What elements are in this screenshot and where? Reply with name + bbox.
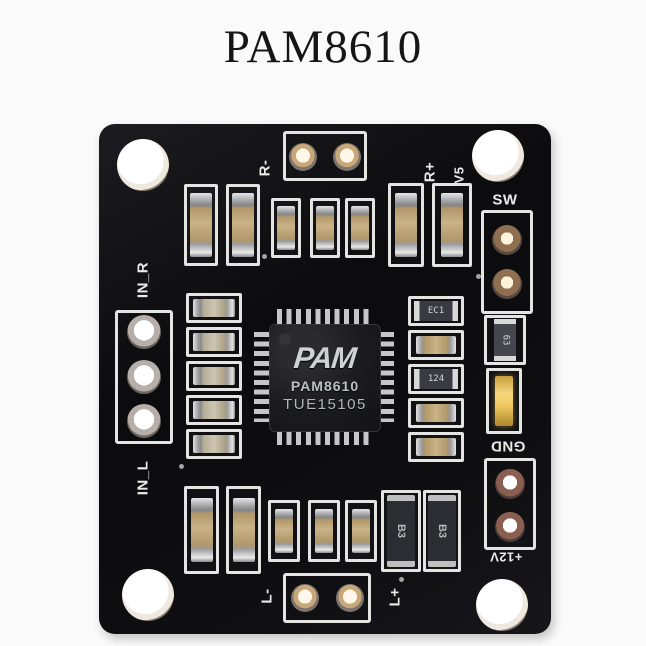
power-hole-12v bbox=[495, 512, 525, 542]
mounting-hole-bottom-left bbox=[122, 569, 174, 621]
input-hole-right bbox=[127, 315, 161, 349]
capacitor bbox=[351, 206, 369, 250]
via-dot bbox=[262, 254, 267, 259]
chip-pins-top bbox=[277, 309, 371, 324]
capacitor-outline bbox=[408, 432, 464, 462]
audio-input-connector bbox=[115, 310, 173, 444]
resistor bbox=[193, 299, 235, 317]
capacitor bbox=[315, 509, 333, 553]
capacitor bbox=[441, 193, 463, 257]
capacitor-outline bbox=[310, 198, 340, 258]
diode-b3-outline: B3 bbox=[423, 490, 461, 572]
power-connector bbox=[484, 458, 536, 550]
capacitor-outline bbox=[388, 183, 424, 267]
chip-pins-bottom bbox=[277, 430, 371, 445]
power-hole-gnd bbox=[495, 469, 525, 499]
capacitor bbox=[416, 404, 456, 422]
diode-b3-outline: B3 bbox=[381, 490, 421, 572]
capacitor bbox=[352, 509, 370, 553]
capacitor bbox=[232, 498, 255, 562]
resistor-outline bbox=[186, 429, 242, 459]
label-v5: V5 bbox=[451, 166, 467, 184]
resistor-outline bbox=[186, 361, 242, 391]
capacitor-outline bbox=[345, 500, 377, 562]
capacitor bbox=[395, 193, 417, 257]
resistor-ec1-outline: EC1 bbox=[408, 296, 464, 326]
capacitor-outline bbox=[308, 500, 340, 562]
mounting-hole-bottom-right bbox=[476, 579, 528, 631]
capacitor-outline bbox=[184, 486, 219, 574]
resistor-ec1: EC1 bbox=[414, 301, 458, 321]
label-l-minus: L- bbox=[258, 588, 276, 604]
capacitor-outline bbox=[226, 486, 261, 574]
label-in-l: IN_L bbox=[134, 460, 152, 496]
via-dot bbox=[399, 577, 404, 582]
left-speaker-hole-neg bbox=[291, 584, 319, 612]
smd-resistor-63: 63 bbox=[494, 319, 516, 361]
capacitor-outline bbox=[408, 398, 464, 428]
capacitor-outline bbox=[226, 184, 260, 266]
capacitor-outline bbox=[268, 500, 300, 562]
switch-hole-2 bbox=[492, 269, 522, 299]
capacitor bbox=[232, 193, 254, 257]
diode-b3: B3 bbox=[387, 495, 415, 567]
right-speaker-hole-neg bbox=[289, 143, 317, 171]
capacitor-outline bbox=[184, 184, 218, 266]
capacitor bbox=[316, 206, 334, 250]
label-r-minus: R- bbox=[256, 159, 274, 177]
label-in-r: IN_R bbox=[134, 261, 152, 299]
via-dot bbox=[179, 464, 184, 469]
capacitor bbox=[190, 498, 213, 562]
chip-pin1-dot bbox=[279, 333, 291, 345]
capacitor bbox=[416, 336, 456, 354]
label-sw: SW bbox=[492, 191, 518, 209]
input-hole-gnd bbox=[127, 360, 161, 394]
capacitor-outline bbox=[271, 198, 301, 258]
capacitor-outline bbox=[408, 330, 464, 360]
chip-logo: PAM bbox=[292, 341, 358, 375]
right-speaker-hole-pos bbox=[333, 143, 361, 171]
diode-b3: B3 bbox=[428, 495, 456, 567]
pcb-board: R- R+ V5 SW 63 GND +12V IN_R IN_L L- bbox=[99, 124, 551, 634]
chip-lot-code: TUE15105 bbox=[283, 395, 367, 413]
power-led-outline bbox=[486, 368, 522, 434]
label-l-plus: L+ bbox=[386, 587, 404, 607]
resistor-124: 124 bbox=[414, 369, 458, 389]
capacitor-outline bbox=[345, 198, 375, 258]
resistor bbox=[193, 401, 235, 419]
resistor bbox=[193, 367, 235, 385]
left-speaker-connector bbox=[283, 573, 371, 623]
label-gnd: GND bbox=[490, 437, 526, 455]
resistor-outline bbox=[186, 293, 242, 323]
resistor-outline bbox=[186, 395, 242, 425]
input-hole-left bbox=[127, 404, 161, 438]
capacitor bbox=[275, 509, 293, 553]
resistor-outline bbox=[186, 327, 242, 357]
smd-resistor-63-outline: 63 bbox=[484, 315, 526, 365]
switch-hole-1 bbox=[492, 225, 522, 255]
chip-pins-right bbox=[379, 332, 394, 422]
capacitor bbox=[190, 193, 212, 257]
right-speaker-connector bbox=[283, 131, 367, 181]
power-led bbox=[495, 376, 513, 426]
chip-part-number: PAM8610 bbox=[290, 377, 360, 394]
capacitor bbox=[277, 206, 295, 250]
label-r-plus: R+ bbox=[421, 161, 439, 183]
resistor bbox=[193, 333, 235, 351]
mounting-hole-top-left bbox=[117, 139, 169, 191]
mounting-hole-top-right bbox=[472, 130, 524, 182]
resistor bbox=[193, 435, 235, 453]
resistor-124-outline: 124 bbox=[408, 364, 464, 394]
pam8610-chip: PAM PAM8610 TUE15105 bbox=[269, 324, 381, 432]
capacitor bbox=[416, 438, 456, 456]
product-title: PAM8610 bbox=[223, 21, 423, 73]
capacitor-outline bbox=[432, 183, 472, 267]
label-plus12v: +12V bbox=[489, 549, 523, 565]
via-dot bbox=[476, 274, 481, 279]
chip-pins-left bbox=[254, 332, 269, 422]
switch-connector bbox=[481, 210, 533, 314]
left-speaker-hole-pos bbox=[336, 584, 364, 612]
